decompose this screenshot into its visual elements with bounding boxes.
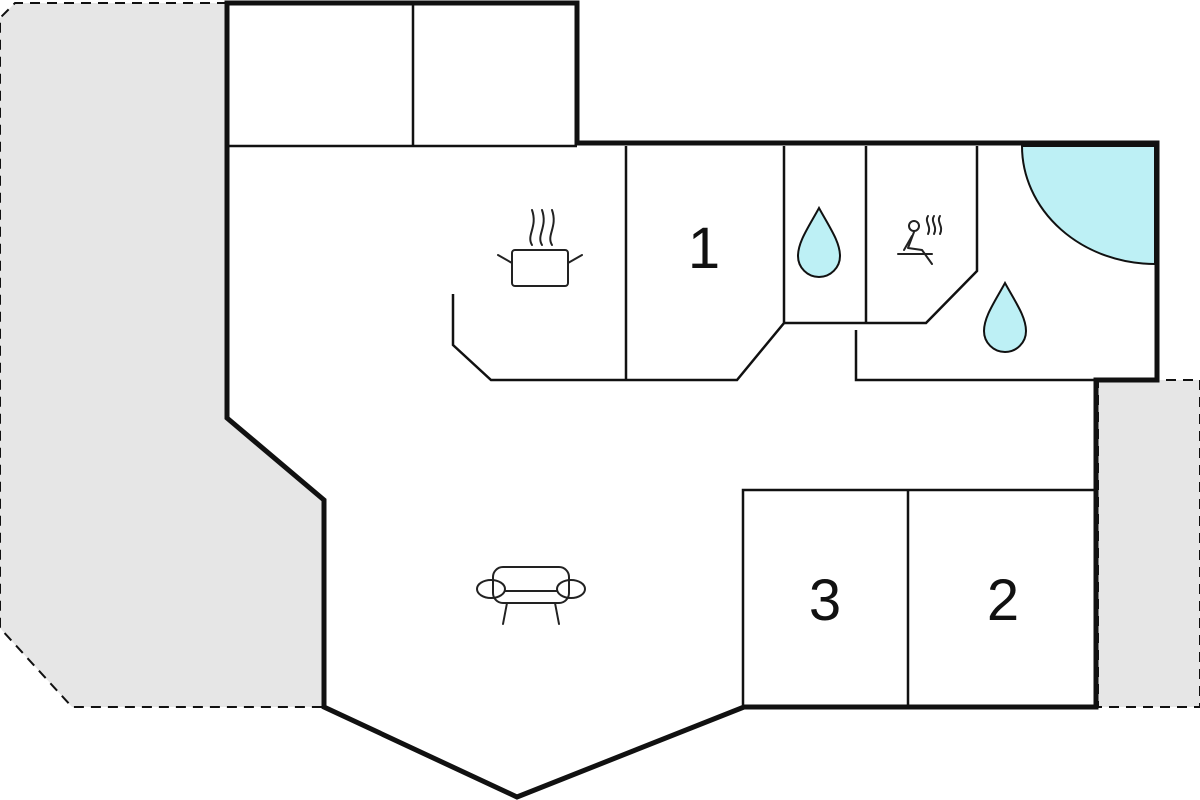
sofa-icon [476,566,586,625]
wall-line [854,330,1157,382]
kitchen-pot-icon [497,209,583,287]
room-label-3: 3 [809,568,841,633]
sauna-icon [897,215,943,265]
room-label-1: 1 [688,216,720,281]
room-label-2: 2 [987,568,1019,633]
kitchen-counter [451,294,626,382]
wall-line [741,488,1096,707]
water-drop-icon [982,280,1028,353]
outer-wall [224,0,1160,800]
terrace-left [0,2,325,708]
water-drop-icon [796,205,842,278]
wall-line [626,146,786,382]
terrace-right [1097,379,1200,708]
whirlpool [1020,145,1156,266]
wall-line [866,146,979,325]
